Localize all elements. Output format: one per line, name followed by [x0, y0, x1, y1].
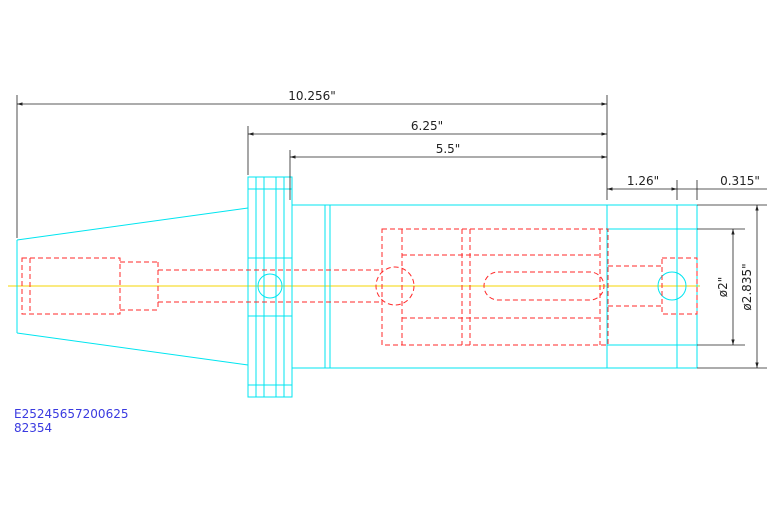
dim-overall-length: 10.256" [288, 89, 336, 103]
nose-bore [661, 257, 698, 315]
pull-stud-thread [21, 257, 121, 315]
dim-1-26: 1.26" [627, 174, 659, 188]
item-number: 82354 [14, 421, 53, 435]
tool-outline [16, 176, 698, 398]
dim-0-315: 0.315" [720, 174, 760, 188]
hidden-lines [21, 228, 698, 346]
dim-diameter-small: ø2" [716, 277, 730, 298]
slot [483, 271, 605, 301]
cross-hole [375, 266, 415, 306]
nose [606, 228, 698, 346]
dim-6-25: 6.25" [411, 119, 443, 133]
part-number: E25245657200625 [14, 407, 129, 421]
flange [247, 176, 293, 398]
dimension-lines [16, 95, 767, 369]
dim-5-5: 5.5" [436, 142, 461, 156]
bore-main [381, 228, 609, 346]
dim-diameter-large: ø2.835" [740, 263, 754, 310]
taper-outline [16, 207, 249, 366]
drive-key-circle [257, 273, 283, 299]
end-circle [657, 271, 687, 301]
